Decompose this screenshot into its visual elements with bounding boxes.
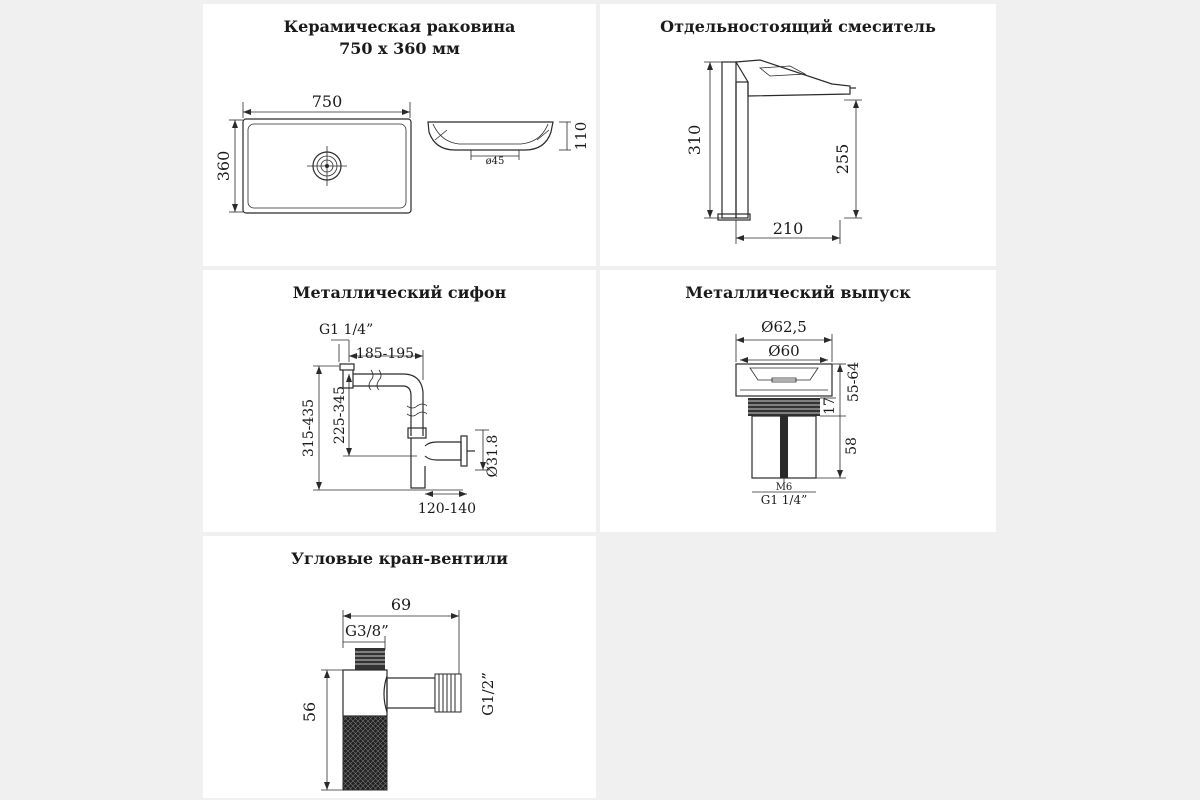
sink-depth-label: 110	[572, 122, 590, 151]
sink-drain-label: ø45	[486, 156, 505, 167]
valve-drawing: 69 G3/8” G1/2”	[300, 595, 497, 791]
siphon-diameter-label: Ø31.8	[485, 435, 501, 478]
siphon-drawing: G1 1/4” 185-195 315-435 225-345	[301, 322, 501, 517]
drain-range-label: 55-64	[846, 362, 862, 402]
valve-outlet-label: G1/2”	[479, 672, 497, 716]
valve-outlet-thread	[434, 673, 462, 713]
siphon-height-inner-label: 225-345	[332, 386, 348, 444]
drain-flange-label: 17	[822, 397, 838, 415]
panel-siphon: Металлический сифон G1 1/4” 185-195 315-…	[203, 270, 596, 532]
mixer-height-label: 310	[685, 125, 704, 156]
valve-width-label: 69	[391, 595, 411, 614]
panel-drain: Металлический выпуск Ø62,5 Ø60 M6	[600, 270, 996, 532]
valve-title: Угловые кран-вентили	[290, 549, 509, 568]
drain-drawing: Ø62,5 Ø60 M6 G1 1/4”	[735, 318, 862, 507]
panel-sink: Керамическая раковина 750 x 360 мм 750 3…	[203, 4, 596, 266]
drain-thread-label: G1 1/4”	[761, 493, 807, 507]
siphon-reach-label: 185-195	[356, 346, 414, 362]
valve-handle	[342, 715, 388, 791]
siphon-wall-label: 120-140	[418, 501, 476, 517]
drain-inner-d-label: Ø60	[768, 342, 799, 360]
panel-empty	[600, 536, 996, 798]
panel-mixer: Отдельностоящий смеситель 310 255 210	[600, 4, 996, 266]
sink-height-label: 360	[214, 151, 233, 182]
valve-height-label: 56	[300, 702, 319, 722]
mixer-drawing: 310 255 210	[685, 59, 862, 244]
drain-screw-label: M6	[776, 482, 793, 493]
panel-valve: Угловые кран-вентили 69 G3/8”	[203, 536, 596, 798]
mixer-title: Отдельностоящий смеситель	[660, 17, 936, 36]
drain-outer-d-label: Ø62,5	[761, 318, 807, 336]
mixer-reach-label: 210	[773, 219, 804, 238]
drain-title: Металлический выпуск	[685, 283, 911, 302]
drain-thread	[748, 398, 820, 416]
drain-length-label: 58	[844, 437, 860, 455]
valve-inlet-thread	[355, 648, 385, 670]
siphon-height-total-label: 315-435	[301, 399, 317, 457]
sink-title-line1: Керамическая раковина	[283, 17, 516, 36]
sink-title-line2: 750 x 360 мм	[339, 39, 460, 58]
mixer-spout-height-label: 255	[833, 144, 852, 175]
sink-width-label: 750	[312, 92, 343, 111]
siphon-title: Металлический сифон	[292, 283, 507, 302]
siphon-thread-label: G1 1/4”	[319, 322, 373, 338]
valve-inlet-label: G3/8”	[345, 622, 389, 640]
sink-drawing: 750 360 ø45 110	[214, 92, 590, 214]
